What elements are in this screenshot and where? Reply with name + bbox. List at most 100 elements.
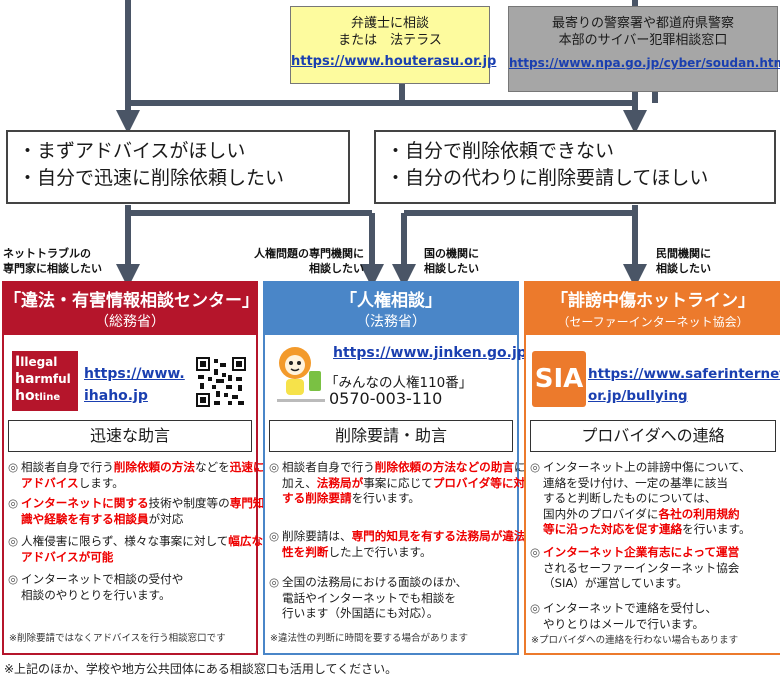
need-left-line2: ・自分で迅速に削除依頼したい: [18, 167, 285, 189]
jinken-bullet-3: ◎ 全国の法務局における面談のほか、 電話やインターネットでも相談を 行います（…: [269, 575, 526, 622]
bullet-icon: ◎: [8, 534, 19, 548]
ihaho-b2-t3: 専門知識や経験を有する相談員: [21, 496, 265, 526]
jinken-b1-t4: に加え、: [282, 460, 526, 490]
sia-header: 「誹謗中傷ホットライン」 （セーファーインターネット協会）: [526, 283, 780, 335]
need-right-line1: ・自分で削除依頼できない: [386, 140, 615, 162]
ihaho-note: ※削除要請ではなくアドバイスを行う相談窓口です: [9, 633, 226, 644]
sia-b1-line1: インターネット上の誹謗中傷について、: [543, 460, 751, 474]
bullet-icon: ◎: [530, 601, 541, 615]
jinken-subtitle: （法務省）: [356, 314, 426, 330]
ihaho-b2-t1: インターネットに関する: [21, 496, 149, 510]
sia-panel: 「誹謗中傷ホットライン」 （セーファーインターネット協会） SIA https:…: [524, 281, 780, 655]
label-human-rights: 人権問題の専門機関に 相談したい: [232, 246, 364, 276]
footer-note: ※上記のほか、学校や地方公共団体にある相談窓口も活用してください。: [4, 662, 398, 676]
police-line1: 最寄りの警察署や都道府県警察: [551, 16, 734, 31]
jinken-b2-t1: 削除要請は、: [282, 529, 352, 543]
ihaho-url-line2[interactable]: ihaho.jp: [84, 388, 148, 404]
jinken-b1-t7: プロバイダ等に対する削除要請: [282, 475, 526, 506]
bullet-icon: ◎: [269, 460, 280, 474]
police-box: 最寄りの警察署や都道府県警察 本部のサイバー犯罪相談窓口 https://www…: [508, 6, 780, 92]
jinken-b1-t8: を行います。: [351, 491, 420, 505]
bullet-icon: ◎: [8, 460, 19, 474]
ihaho-bullet-2: ◎ インターネットに関する技術や制度等の専門知識や経験を有する相談員が対応: [8, 496, 267, 527]
sia-category: プロバイダへの連絡: [530, 420, 776, 452]
sia-b1-t7: を行います。: [682, 522, 751, 536]
sia-b2-line1: インターネット企業有志によって運営: [543, 545, 740, 559]
sia-bullet-3: ◎ インターネットで連絡を受付し、 やりとりはメールで行います。: [530, 601, 780, 632]
sia-b1-line3: すると判断したものについては、: [543, 491, 717, 505]
label-net-trouble-line1: ネットトラブルの: [3, 247, 91, 260]
npa-link[interactable]: https://www.npa.go.jp/cyber/soudan.html: [509, 56, 780, 70]
ihaho-logo-word-1: llegal: [20, 355, 58, 369]
ihaho-category: 迅速な助言: [8, 420, 252, 452]
jinken-b2-t2: 専門的知見を有する法務: [351, 529, 480, 543]
jinken-b3-line2: 電話やインターネットでも相談を: [282, 590, 456, 605]
ihaho-logo-ha: ha: [15, 371, 35, 387]
ihaho-url-line1[interactable]: https://www.: [84, 366, 185, 382]
ihaho-header: 「違法・有害情報相談センター」 （総務省）: [4, 283, 259, 335]
bullet-icon: ◎: [269, 529, 280, 543]
ihaho-b1-t4: 迅速にアドバイス: [21, 460, 265, 490]
jinken-b3-line1: 全国の法務局における面談のほか、: [282, 575, 468, 589]
bullet-icon: ◎: [8, 572, 19, 586]
need-right-line2: ・自分の代わりに削除要請してほしい: [386, 167, 709, 189]
sia-logo-text: SIA: [534, 364, 584, 394]
ihaho-bullet-3: ◎ 人権侵害に限らず、様々な事案に対して幅広なアドバイスが可能: [8, 534, 267, 565]
ihaho-b2-t4: が対応: [148, 511, 184, 526]
lawyer-line1: 弁護士に相談: [350, 16, 429, 31]
label-net-trouble-line2: 専門家に相談したい: [3, 262, 102, 275]
jinken-url[interactable]: https://www.jinken.go.jp: [333, 345, 527, 361]
ihaho-logo-word-2: rmful: [34, 372, 71, 386]
qr-code-icon: [196, 357, 246, 407]
bullet-icon: ◎: [530, 545, 541, 559]
jinken-b1-t5: 法務局が: [316, 475, 364, 490]
ihaho-b1-t5: します。: [78, 475, 124, 490]
jinken-b3-line3: 行います（外国語にも対応）。: [282, 606, 439, 620]
ihaho-url[interactable]: https://www. ihaho.jp: [84, 363, 185, 407]
sia-b3-line2: やりとりはメールで行います。: [543, 616, 705, 631]
jinken-phone[interactable]: 0570-003-110: [329, 389, 443, 408]
jinken-panel: 「人権相談」 （法務省） https://www.jinken.go.jp 「み…: [263, 281, 527, 655]
jinken-b1-t3: の助言: [479, 460, 514, 474]
jinken-hotline-label: 「みんなの人権110番」: [325, 375, 473, 391]
bullet-icon: ◎: [530, 460, 541, 474]
sia-url-line1[interactable]: https://www.saferinternet.: [588, 366, 780, 382]
ihaho-bullet-4: ◎ インターネットで相談の受付や 相談のやりとりを行います。: [8, 572, 267, 603]
sia-b1-line2: 連絡を受け付け、一定の基準に該当: [543, 475, 728, 490]
mascot-icon: [277, 347, 325, 402]
ihaho-b1-t1: 相談者自身で行う: [21, 460, 114, 474]
ihaho-b1-t3: などを: [194, 460, 230, 474]
ihaho-logo-word-3: tline: [34, 392, 61, 403]
bullet-icon: ◎: [8, 496, 19, 510]
houterasu-link[interactable]: https://www.houterasu.or.jp: [291, 54, 497, 69]
sia-note: ※プロバイダへの連絡を行わない場合もあります: [531, 635, 739, 646]
sia-b2-line3: （SIA）が運営しています。: [543, 576, 688, 590]
ihaho-b2-t2: 技術や制度等の: [148, 496, 230, 510]
sia-url-line2[interactable]: or.jp/bullying: [588, 388, 688, 404]
sia-url[interactable]: https://www.saferinternet. or.jp/bullyin…: [588, 363, 780, 407]
jinken-b1-t2: 削除依頼の方法など: [374, 460, 480, 474]
sia-b1-t5: 各社の利用規約: [658, 506, 740, 521]
need-left-line1: ・まずアドバイスがほしい: [18, 140, 246, 162]
sia-bullet-1: ◎ インターネット上の誹謗中傷について、 連絡を受け付け、一定の基準に該当 する…: [530, 460, 780, 538]
jinken-b1-t1: 相談者自身で行う: [282, 460, 375, 474]
police-line2: 本部のサイバー犯罪相談窓口: [558, 33, 728, 48]
need-box-left: ・まずアドバイスがほしい ・自分で迅速に削除依頼したい: [6, 130, 350, 204]
ihaho-subtitle: （総務省）: [95, 314, 165, 330]
lawyer-box: 弁護士に相談 または 法テラス https://www.houterasu.or…: [290, 6, 496, 84]
sia-bullet-2: ◎ インターネット企業有志によって運営 されるセーファーインターネット協会 （S…: [530, 545, 780, 592]
jinken-title: 「人権相談」: [340, 291, 442, 311]
sia-subtitle: （セーファーインターネット協会）: [557, 315, 749, 329]
jinken-bullet-1: ◎ 相談者自身で行う削除依頼の方法などの助言に加え、法務局が事案に応じてプロバイ…: [269, 460, 526, 507]
lawyer-line2: または 法テラス: [338, 33, 442, 48]
ihaho-logo-ho: ho: [15, 388, 35, 404]
jinken-category: 削除要請・助言: [269, 420, 513, 452]
label-national-line1: 国の機関に: [424, 247, 479, 260]
label-private-line1: 民間機関に: [656, 247, 711, 260]
label-private-line2: 相談したい: [656, 262, 711, 275]
ihaho-title: 「違法・有害情報相談センター」: [4, 291, 259, 311]
ihaho-b3-t1: 人権侵害に限らず、様々な事案に対して: [21, 534, 229, 548]
label-private: 民間機関に 相談したい: [656, 246, 711, 276]
sia-b3-line1: インターネットで連絡を受付し、: [543, 601, 717, 615]
